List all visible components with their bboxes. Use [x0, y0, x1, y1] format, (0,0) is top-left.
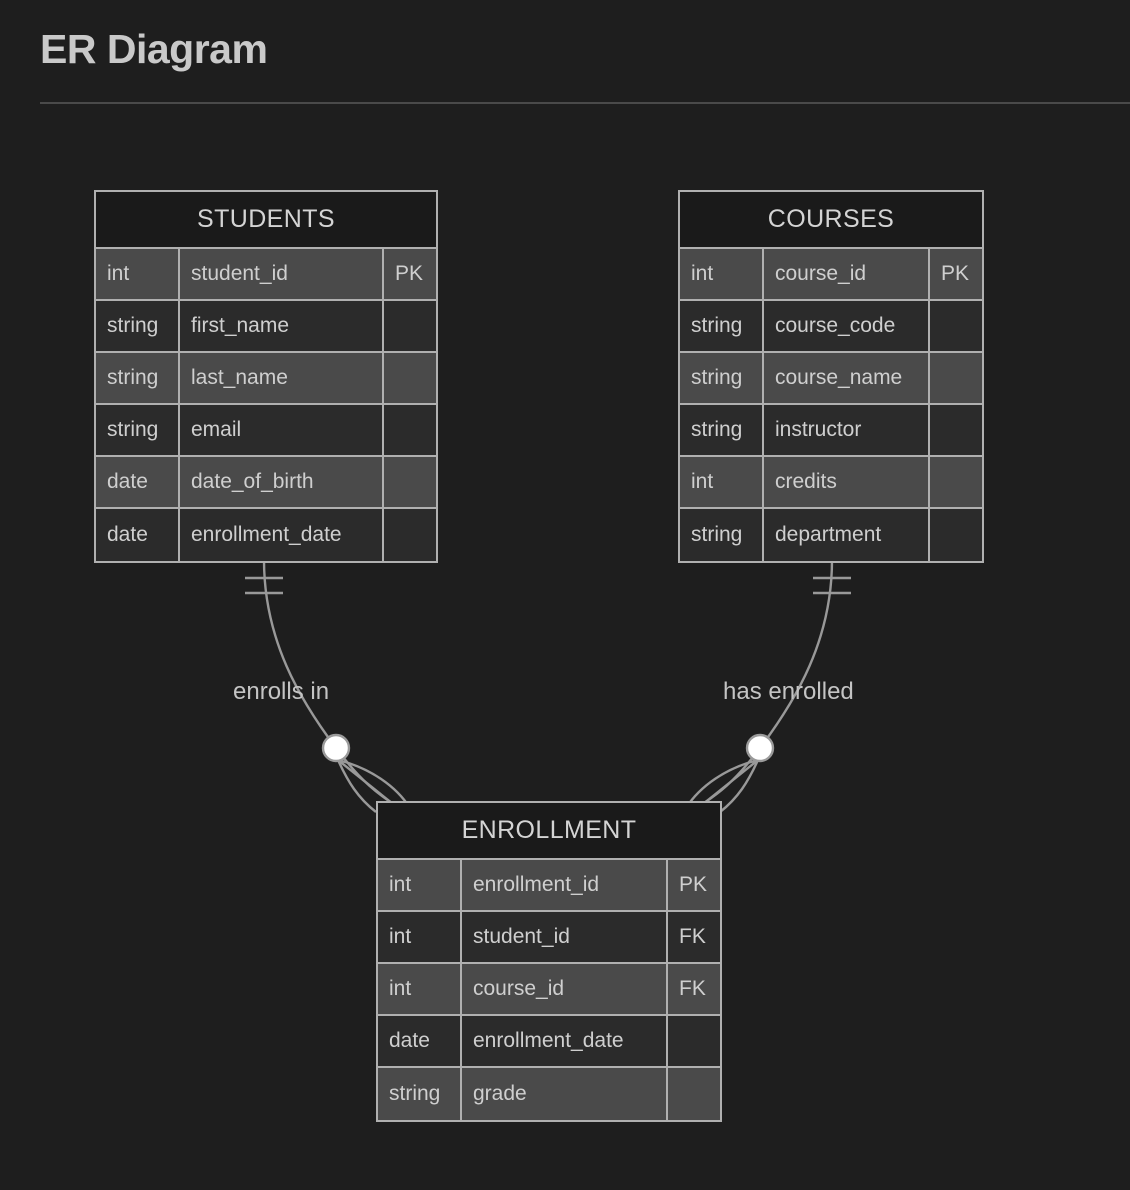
attribute-key-badge: [384, 405, 436, 457]
attribute-type: int: [378, 860, 462, 912]
attribute-type: int: [378, 912, 462, 964]
attribute-key-badge: [384, 509, 436, 561]
attribute-name: student_id: [180, 249, 384, 301]
relationship-label-enrolls-in: enrolls in: [233, 678, 330, 705]
attribute-type: string: [680, 301, 764, 353]
attribute-name: course_id: [462, 964, 668, 1016]
attribute-type: string: [680, 405, 764, 457]
attribute-name: course_id: [764, 249, 930, 301]
attribute-key-badge: [930, 457, 982, 509]
attribute-key-badge: PK: [668, 860, 720, 912]
attribute-key-badge: FK: [668, 912, 720, 964]
attribute-type: string: [680, 509, 764, 561]
attribute-key-badge: [384, 353, 436, 405]
attribute-name: last_name: [180, 353, 384, 405]
attribute-name: date_of_birth: [180, 457, 384, 509]
attribute-type: int: [680, 457, 764, 509]
cardinality-zero-circle-left: [321, 733, 351, 763]
relationship-label-has-enrolled: has enrolled: [723, 678, 854, 705]
attribute-name: first_name: [180, 301, 384, 353]
attribute-type: string: [680, 353, 764, 405]
attribute-type: date: [96, 457, 180, 509]
attribute-key-badge: PK: [384, 249, 436, 301]
attribute-name: student_id: [462, 912, 668, 964]
entity-title-students: STUDENTS: [96, 192, 436, 249]
attribute-type: string: [378, 1068, 462, 1120]
attribute-name: course_code: [764, 301, 930, 353]
attribute-key-badge: FK: [668, 964, 720, 1016]
attribute-name: department: [764, 509, 930, 561]
attribute-key-badge: [930, 353, 982, 405]
attribute-name: enrollment_date: [462, 1016, 668, 1068]
attribute-key-badge: [668, 1068, 720, 1120]
cardinality-exactly-one-courses: [813, 576, 851, 595]
attribute-name: enrollment_date: [180, 509, 384, 561]
title-divider: [40, 102, 1130, 104]
relationship-enrolls-in: [245, 559, 412, 813]
cardinality-exactly-one-students: [245, 576, 283, 595]
attribute-key-badge: [384, 457, 436, 509]
attribute-name: course_name: [764, 353, 930, 405]
attribute-key-badge: [384, 301, 436, 353]
attribute-type: int: [680, 249, 764, 301]
entity-title-courses: COURSES: [680, 192, 982, 249]
attribute-key-badge: [668, 1016, 720, 1068]
attribute-type: string: [96, 353, 180, 405]
page-title: ER Diagram: [40, 26, 268, 72]
entity-title-enrollment: ENROLLMENT: [378, 803, 720, 860]
attribute-name: grade: [462, 1068, 668, 1120]
attribute-name: email: [180, 405, 384, 457]
relationship-has-enrolled: [684, 559, 851, 813]
attribute-type: int: [96, 249, 180, 301]
attribute-type: date: [96, 509, 180, 561]
attribute-name: credits: [764, 457, 930, 509]
attribute-type: int: [378, 964, 462, 1016]
attribute-key-badge: PK: [930, 249, 982, 301]
cardinality-zero-circle-right: [745, 733, 775, 763]
attribute-key-badge: [930, 509, 982, 561]
attribute-type: string: [96, 405, 180, 457]
attribute-name: enrollment_id: [462, 860, 668, 912]
attribute-key-badge: [930, 301, 982, 353]
attribute-type: date: [378, 1016, 462, 1068]
attribute-name: instructor: [764, 405, 930, 457]
attribute-type: string: [96, 301, 180, 353]
attribute-key-badge: [930, 405, 982, 457]
